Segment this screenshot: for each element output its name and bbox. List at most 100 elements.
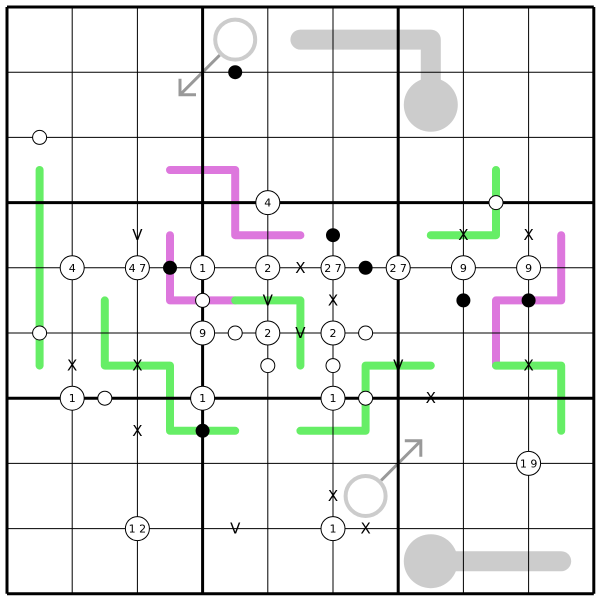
cell-r8c9[interactable] [529, 463, 594, 528]
green-line [231, 296, 305, 370]
cell-r2c8[interactable] [463, 72, 528, 137]
quadruple-clue-circle [190, 255, 216, 281]
cell-r9c4[interactable] [203, 529, 268, 594]
quadruple-clue-label: 2 [330, 327, 337, 340]
white-kropki-dot [358, 390, 374, 406]
cell-r3c5[interactable] [268, 137, 333, 202]
cell-r9c3[interactable] [137, 529, 202, 594]
quadruple-clue-label: 1 [199, 392, 206, 405]
quadruple-clue-circle [255, 190, 281, 216]
quadruple-clue-label: 2 [264, 327, 271, 340]
cell-r8c3[interactable] [137, 463, 202, 528]
quadruple-clue-label: 9 [525, 262, 532, 275]
quadruple-clue-circle [516, 255, 542, 281]
quadruple-clue-label: 1 [330, 523, 337, 536]
cell-r1c1[interactable] [7, 7, 72, 72]
cell-r1c9[interactable] [529, 7, 594, 72]
x-sum-marker: X [328, 291, 338, 309]
quadruple-clue-label: 9 [199, 327, 206, 340]
quadruple-clue-circle [320, 320, 346, 346]
v-sum-marker: V [295, 324, 306, 342]
cell-r8c8[interactable] [463, 463, 528, 528]
thermometer-layer [290, 29, 572, 589]
cell-r6c4[interactable] [203, 333, 268, 398]
cell-r1c3[interactable] [137, 7, 202, 72]
quadruple-clue-label: 1 [69, 392, 76, 405]
quadruple-clue-circle [124, 255, 150, 281]
quadruple-clue-label: 1 2 [129, 523, 147, 536]
x-sum-marker: X [426, 389, 436, 407]
white-kropki-dot [195, 292, 211, 308]
quadruple-clue-label: 9 [460, 262, 467, 275]
x-sum-marker: X [132, 357, 142, 375]
white-kropki-dot [227, 325, 243, 341]
quadruple-clue-circle [190, 320, 216, 346]
cell-r3c2[interactable] [72, 137, 137, 202]
cell-r2c4[interactable] [203, 72, 268, 137]
black-kropki-dot [163, 260, 177, 275]
cell-r3c7[interactable] [398, 137, 463, 202]
quadruple-clue-label: 1 [330, 392, 337, 405]
quadruple-clue-label: 1 [199, 262, 206, 275]
quadruple-clue-circle [320, 516, 346, 542]
cell-r9c2[interactable] [72, 529, 137, 594]
cell-r9c6[interactable] [333, 529, 398, 594]
quadruple-clue-circle [124, 516, 150, 542]
quadruple-clue-circle [516, 450, 542, 476]
quadruple-clue-label: 2 7 [324, 262, 342, 275]
cell-r4c2[interactable] [72, 203, 137, 268]
quadruple-clue-label: 1 9 [520, 457, 538, 470]
arrow-circle [343, 474, 388, 518]
quadruple-clue-circle [59, 255, 85, 281]
cell-r9c5[interactable] [268, 529, 333, 594]
v-sum-marker: V [393, 357, 404, 375]
cell-r8c7[interactable] [398, 463, 463, 528]
quadruple-clue-circle [385, 255, 411, 281]
quadruple-clue-circle [320, 385, 346, 411]
arrow-head [404, 439, 423, 457]
white-kropki-dot [325, 358, 341, 374]
quadruple-clue-circle [190, 385, 216, 411]
arrow-layer [178, 17, 423, 518]
black-kropki-dot [228, 65, 243, 80]
x-sum-marker: X [458, 226, 468, 244]
cell-r5c7[interactable] [398, 268, 463, 333]
x-sum-marker: X [295, 259, 305, 277]
cell-r8c1[interactable] [7, 463, 72, 528]
cell-r5c6[interactable] [333, 268, 398, 333]
cell-r8c2[interactable] [72, 463, 137, 528]
cell-r7c1[interactable] [7, 398, 72, 463]
cell-r2c6[interactable] [333, 72, 398, 137]
cell-r9c1[interactable] [7, 529, 72, 594]
cell-r7c8[interactable] [463, 398, 528, 463]
cell-r1c8[interactable] [463, 7, 528, 72]
cell-r2c1[interactable] [7, 72, 72, 137]
arrow-head [178, 78, 196, 97]
quadruple-clue-circle [320, 255, 346, 281]
thermometer-bulb [403, 534, 458, 589]
quadruple-clue-circle [255, 320, 281, 346]
quadruple-clue-label: 4 [264, 197, 271, 210]
cell-r3c9[interactable] [529, 137, 594, 202]
black-kropki-dot [358, 260, 373, 275]
cell-r4c6[interactable] [333, 203, 398, 268]
black-kropki-dot [195, 423, 210, 438]
v-sum-marker: V [230, 520, 241, 538]
arrow-shaft [380, 439, 422, 482]
cell-r2c2[interactable] [72, 72, 137, 137]
white-kropki-dot [32, 325, 48, 341]
cell-r8c5[interactable] [268, 463, 333, 528]
white-kropki-dot [97, 390, 113, 406]
green-line [100, 296, 240, 435]
quadruple-clue-circle [450, 255, 476, 281]
cell-r3c6[interactable] [333, 137, 398, 202]
quadruple-clue-circle [59, 385, 85, 411]
cell-r2c5[interactable] [268, 72, 333, 137]
arrow-shaft [178, 54, 221, 96]
x-sum-marker: X [360, 520, 370, 538]
cell-r7c2[interactable] [72, 398, 137, 463]
cell-r1c2[interactable] [72, 7, 137, 72]
cell-r2c9[interactable] [529, 72, 594, 137]
